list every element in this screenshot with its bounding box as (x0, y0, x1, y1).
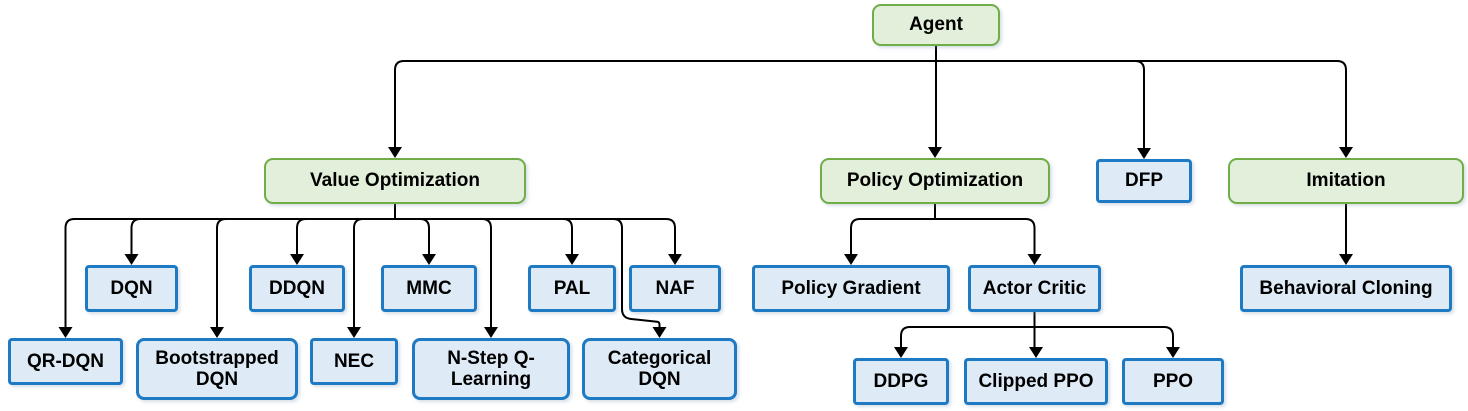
edge-value_optimization-to-categorical_dqn (395, 218, 661, 327)
node-dqn[interactable]: DQN (85, 265, 178, 312)
arrowhead-imitation (1339, 147, 1353, 158)
arrowhead-dfp (1137, 148, 1151, 159)
node-label-nec: NEC (333, 350, 375, 372)
node-label-value_optimization: Value Optimization (310, 170, 480, 192)
node-n_step_q_learning[interactable]: N-Step Q-Learning (412, 338, 570, 400)
arrowhead-behavioral_cloning (1339, 254, 1353, 265)
node-dfp[interactable]: DFP (1096, 159, 1192, 203)
node-clipped_ppo[interactable]: Clipped PPO (964, 358, 1108, 405)
node-nec[interactable]: NEC (310, 338, 398, 385)
edge-value_optimization-to-qr_dqn (64, 218, 395, 327)
node-policy_gradient[interactable]: Policy Gradient (752, 265, 950, 312)
arrowhead-n_step_q_learning (484, 327, 498, 338)
arrowhead-nec (347, 327, 361, 338)
node-behavioral_cloning[interactable]: Behavioral Cloning (1240, 265, 1452, 312)
node-qr_dqn[interactable]: QR-DQN (8, 338, 123, 385)
arrowhead-mmc (422, 254, 436, 265)
edge-actor_critic-to-ddpg (900, 326, 1035, 347)
edge-actor_critic-to-ppo (1034, 326, 1174, 347)
node-policy_optimization[interactable]: Policy Optimization (820, 158, 1050, 204)
node-label-actor_critic: Actor Critic (982, 277, 1087, 299)
arrowhead-qr_dqn (58, 327, 73, 338)
arrowhead-value_optimization (388, 147, 402, 158)
edge-value_optimization-to-pal (395, 218, 573, 254)
node-ddqn[interactable]: DDQN (249, 265, 345, 312)
node-ppo[interactable]: PPO (1122, 358, 1224, 405)
node-label-categorical_dqn: Categorical DQN (607, 347, 712, 390)
edge-value_optimization-to-bootstrapped_dqn (216, 218, 395, 327)
node-label-policy_optimization: Policy Optimization (846, 170, 1024, 192)
edge-policy_optimization-to-policy_gradient (850, 218, 935, 254)
node-label-imitation: Imitation (1306, 170, 1386, 192)
arrowhead-categorical_dqn (652, 327, 667, 338)
node-label-naf: NAF (655, 277, 695, 299)
node-value_optimization[interactable]: Value Optimization (264, 158, 526, 204)
arrowhead-pal (565, 254, 579, 265)
node-label-agent: Agent (909, 14, 963, 36)
arrowhead-ppo (1166, 347, 1180, 358)
edge-value_optimization-to-naf (395, 218, 676, 254)
edge-value_optimization-to-mmc (395, 218, 430, 254)
node-label-policy_gradient: Policy Gradient (781, 277, 921, 299)
node-label-mmc: MMC (406, 277, 452, 299)
node-label-ddqn: DDQN (269, 277, 325, 299)
node-actor_critic[interactable]: Actor Critic (968, 265, 1101, 312)
node-label-n_step_q_learning: N-Step Q-Learning (447, 347, 535, 390)
arrowhead-dqn (124, 254, 139, 265)
edge-value_optimization-to-ddqn (296, 218, 395, 254)
node-naf[interactable]: NAF (629, 265, 721, 312)
arrowhead-clipped_ppo (1029, 347, 1043, 358)
node-label-dqn: DQN (110, 277, 153, 299)
node-imitation[interactable]: Imitation (1228, 158, 1464, 204)
node-categorical_dqn[interactable]: Categorical DQN (582, 338, 737, 400)
edge-agent-to-value_optimization (394, 60, 936, 147)
node-mmc[interactable]: MMC (381, 265, 477, 312)
arrowhead-policy_optimization (928, 147, 942, 158)
node-label-clipped_ppo: Clipped PPO (978, 370, 1094, 392)
node-label-dfp: DFP (1125, 170, 1163, 192)
edge-agent-to-dfp (936, 60, 1145, 148)
node-bootstrapped_dqn[interactable]: Bootstrapped DQN (136, 338, 298, 400)
node-label-qr_dqn: QR-DQN (26, 350, 105, 372)
arrowhead-policy_gradient (844, 254, 858, 265)
node-ddpg[interactable]: DDPG (853, 358, 949, 405)
arrowhead-naf (668, 254, 682, 265)
node-label-ddpg: DDPG (873, 370, 929, 392)
node-label-ppo: PPO (1152, 370, 1194, 392)
node-pal[interactable]: PAL (528, 265, 616, 312)
arrowhead-actor_critic (1027, 254, 1042, 265)
arrowhead-ddpg (894, 347, 908, 358)
node-label-behavioral_cloning: Behavioral Cloning (1259, 277, 1433, 299)
edge-policy_optimization-to-actor_critic (935, 218, 1036, 254)
node-label-pal: PAL (553, 277, 591, 299)
edge-value_optimization-to-nec (353, 218, 395, 327)
node-label-bootstrapped_dqn: Bootstrapped DQN (155, 347, 279, 390)
arrowhead-bootstrapped_dqn (210, 327, 224, 338)
node-agent[interactable]: Agent (872, 4, 1000, 46)
edge-agent-to-imitation (936, 60, 1347, 147)
arrowhead-ddqn (290, 254, 304, 265)
